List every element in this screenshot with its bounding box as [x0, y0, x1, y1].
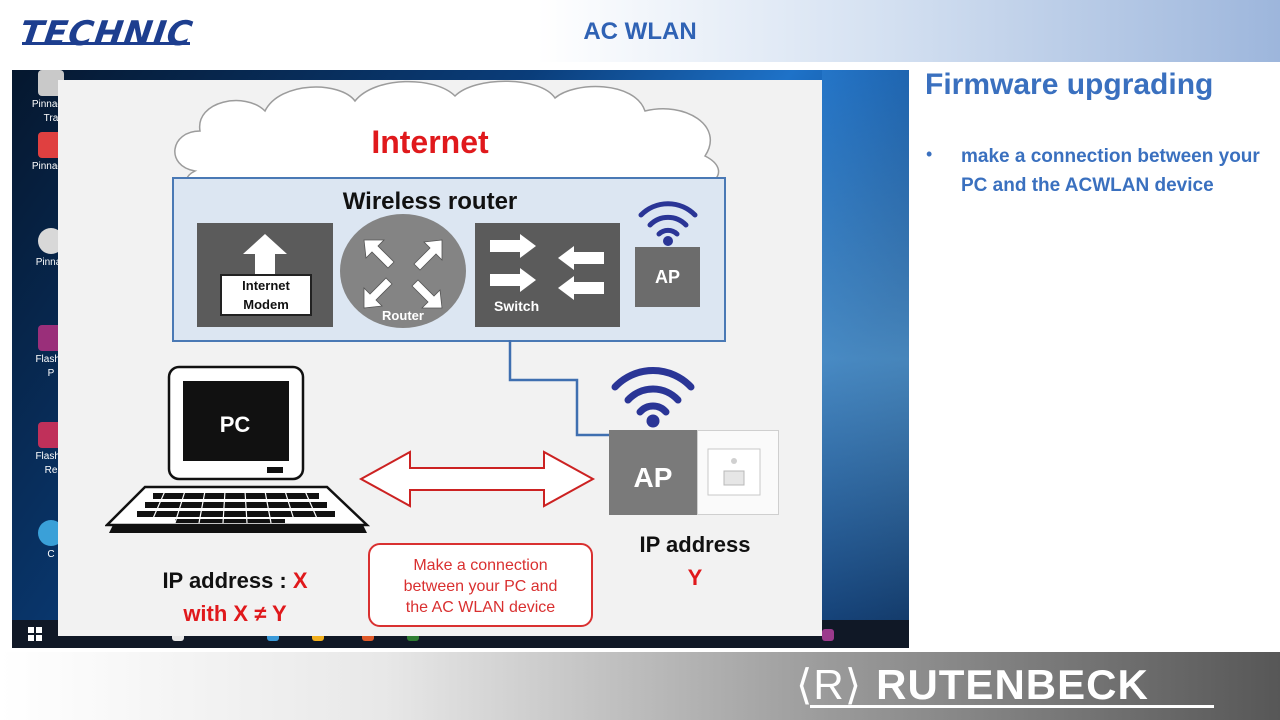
callout-line: Make a connection: [413, 557, 548, 574]
callout-line: between your PC and: [403, 578, 558, 595]
desktop-icon-label: Pinnacle: [31, 99, 71, 110]
wallpaper-light-rays: [822, 70, 909, 648]
ap-small-box: AP: [635, 247, 700, 307]
internet-label: Internet: [371, 124, 489, 160]
modem-line1: Internet: [242, 278, 290, 293]
technic-logo: TECHNIC: [17, 14, 196, 54]
taskbar-app-icon[interactable]: [822, 629, 834, 641]
desktop-icon-label: Pinnac: [35, 257, 67, 268]
pc-computer-icon: [105, 365, 371, 533]
modem-line2: Modem: [243, 297, 289, 312]
pc-ip-value: X: [292, 568, 308, 593]
router-label: Router: [382, 308, 424, 323]
switch-label: Switch: [494, 298, 540, 314]
pc-ip-prefix: IP address :: [162, 568, 293, 593]
cable-line: [508, 340, 615, 437]
pc-ip-condition: with X ≠ Y: [183, 601, 287, 626]
bullet-text: make a connection between your PC and th…: [961, 146, 1260, 196]
ethernet-socket-icon: [707, 448, 761, 496]
pc-label: PC: [219, 412, 251, 437]
slide-title: AC WLAN: [583, 18, 697, 45]
pc-ip-address: IP address : X: [150, 568, 320, 594]
router-arrows-icon: [363, 239, 443, 309]
wireless-router-label: Wireless router: [342, 188, 518, 215]
header-bar: [0, 0, 1280, 62]
desktop-icon-label: Pinnacle: [31, 161, 71, 172]
ap-wall-plate: [697, 430, 779, 515]
footer-bar: [0, 652, 1280, 720]
connection-callout: Make a connection between your PC and th…: [368, 543, 593, 627]
desktop-icon-sub: P: [47, 368, 55, 379]
section-title: Firmware upgrading: [925, 68, 1214, 101]
desktop-icon-sub: Tra: [43, 113, 59, 124]
router-circle: [340, 214, 466, 328]
internet-cloud: [174, 80, 720, 190]
logo-underline: [22, 42, 190, 45]
ap-ip-value: Y: [687, 565, 703, 590]
windows-start-icon[interactable]: [28, 627, 42, 641]
rutenbeck-wordmark: RUTENBECK: [876, 661, 1149, 708]
wifi-large-icon: [611, 367, 695, 428]
callout-line: the AC WLAN device: [405, 599, 556, 616]
rutenbeck-mark: ⟨R⟩: [796, 661, 863, 708]
ap-device-box: AP: [609, 430, 697, 515]
wifi-small-icon: [638, 201, 698, 246]
ap-ip-address: IP address: [639, 532, 751, 557]
up-arrow-icon: [243, 234, 287, 278]
desktop-icon-sub: C: [47, 549, 55, 560]
desktop-icon-sub: Re: [44, 465, 58, 476]
rutenbeck-underline: [810, 705, 1214, 708]
desktop-icon-label: FlashB: [35, 354, 67, 365]
switch-arrows-icon: [490, 234, 604, 300]
rutenbeck-logo: ⟨R⟩ RUTENBECK: [796, 660, 1149, 709]
double-arrow-icon: [358, 450, 596, 508]
bullet-marker: •: [926, 144, 933, 164]
internet-modem-label: Internet Modem: [220, 274, 312, 316]
desktop-icon-label: FlashB: [35, 451, 67, 462]
